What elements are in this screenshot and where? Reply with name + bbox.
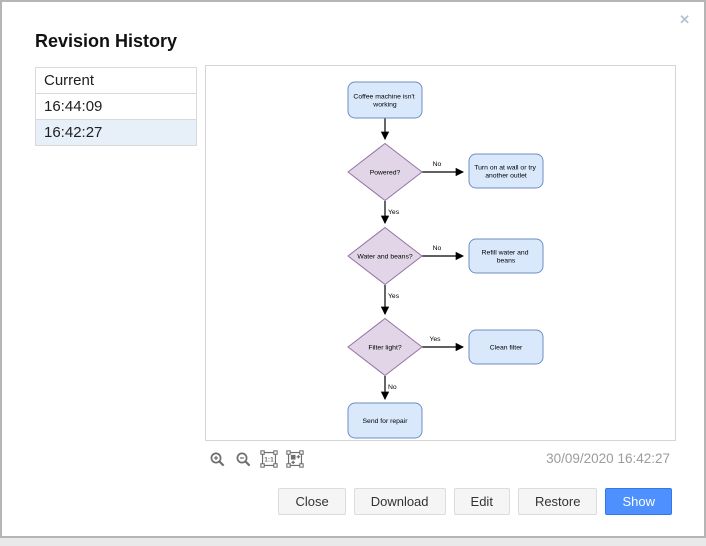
node-refill bbox=[468, 238, 544, 274]
close-button[interactable]: Close bbox=[278, 488, 346, 515]
edit-button[interactable]: Edit bbox=[453, 488, 510, 515]
node-clean bbox=[468, 329, 544, 365]
dialog-footer: Close Download Edit Restore Show bbox=[278, 488, 672, 515]
svg-text:1:1: 1:1 bbox=[264, 457, 274, 464]
revision-list: Current 16:44:09 16:42:27 bbox=[35, 67, 197, 146]
node-refill-label: Refill water and beans bbox=[482, 250, 531, 265]
node-start-label: Coffee machine isn't working bbox=[353, 94, 416, 109]
node-water bbox=[347, 226, 423, 286]
revision-row-164227[interactable]: 16:42:27 bbox=[35, 120, 197, 146]
node-powered-label: Powered? bbox=[370, 170, 401, 177]
edge-label-powered-no: No bbox=[433, 161, 442, 168]
fit-page-button[interactable] bbox=[285, 449, 305, 469]
revision-row-current[interactable]: Current bbox=[35, 68, 197, 94]
edge-label-water-no: No bbox=[433, 245, 442, 252]
edge-label-filter-no: No bbox=[388, 384, 397, 391]
node-repair bbox=[347, 402, 423, 439]
preview-zoom-toolbar: 1:1 bbox=[207, 449, 305, 469]
actual-size-icon: 1:1 bbox=[260, 450, 278, 468]
close-icon[interactable]: ✕ bbox=[679, 12, 690, 27]
fit-page-icon bbox=[286, 450, 304, 468]
zoom-in-icon bbox=[210, 452, 224, 466]
show-button[interactable]: Show bbox=[605, 488, 672, 515]
revision-preview-canvas: No Yes No Yes Yes No bbox=[205, 65, 676, 441]
zoom-in-button[interactable] bbox=[207, 449, 227, 469]
node-start bbox=[347, 81, 423, 119]
node-filter bbox=[347, 317, 423, 377]
node-repair-label: Send for repair bbox=[363, 418, 409, 425]
node-water-label: Water and beans? bbox=[357, 254, 413, 261]
reset-zoom-button[interactable]: 1:1 bbox=[259, 449, 279, 469]
node-clean-label: Clean filter bbox=[490, 345, 523, 352]
edge-label-powered-yes: Yes bbox=[388, 209, 400, 216]
node-outlet bbox=[468, 153, 544, 189]
edge-label-filter-yes: Yes bbox=[429, 336, 441, 343]
node-powered bbox=[347, 142, 423, 202]
revision-timestamp: 30/09/2020 16:42:27 bbox=[546, 451, 670, 466]
zoom-out-icon bbox=[236, 452, 250, 466]
restore-button[interactable]: Restore bbox=[517, 488, 598, 515]
node-filter-label: Filter light? bbox=[368, 345, 401, 352]
revision-row-164409[interactable]: 16:44:09 bbox=[35, 94, 197, 120]
flowchart-svg: No Yes No Yes Yes No bbox=[347, 81, 544, 439]
node-outlet-label: Turn on at wall or try another outlet bbox=[474, 165, 538, 180]
download-button[interactable]: Download bbox=[353, 488, 446, 515]
zoom-out-button[interactable] bbox=[233, 449, 253, 469]
edge-label-water-yes: Yes bbox=[388, 293, 400, 300]
dialog-title: Revision History bbox=[35, 31, 178, 51]
